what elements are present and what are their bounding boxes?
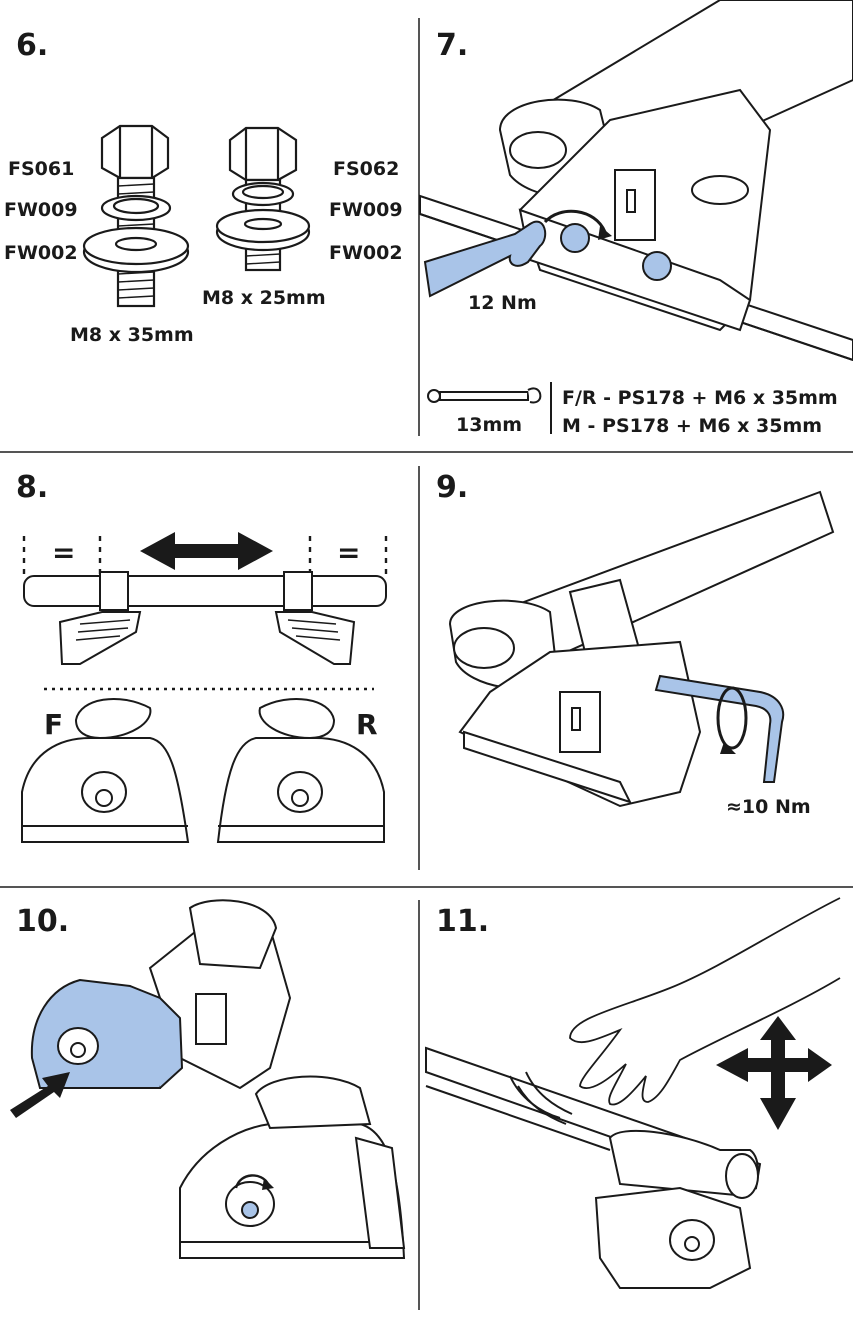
- bolt-a-size: M8 x 35mm: [70, 324, 194, 346]
- bolt-b-code: FS062: [333, 158, 400, 180]
- step-10-panel: 10.: [0, 888, 418, 1322]
- step-6-panel: 6.: [0, 0, 418, 451]
- foot-assembly-drawing: [419, 0, 853, 434]
- spec-middle: M - PS178 + M6 x 35mm: [562, 415, 823, 437]
- final-check-drawing: [425, 897, 841, 1289]
- step-7-panel: 7.: [419, 0, 853, 451]
- hex-key-icon: [654, 674, 785, 783]
- washer-b2-code: FW002: [329, 242, 403, 264]
- push-arrow-icon: [10, 1072, 70, 1118]
- cover-install-drawing: [10, 899, 406, 1259]
- washer-b1-code: FW009: [329, 199, 403, 221]
- washer-a1-code: FW009: [4, 199, 78, 221]
- torque-label: ≈10 Nm: [726, 796, 811, 818]
- divider-vertical-bottom: [418, 900, 420, 1310]
- step-number: 8.: [16, 470, 49, 505]
- equal-left-label: =: [52, 536, 76, 569]
- step-number: 6.: [16, 28, 49, 63]
- wrench-icon: [427, 387, 542, 404]
- step-9-panel: 9. ≈10 Nm: [420, 452, 853, 886]
- equal-right-label: =: [337, 536, 361, 569]
- divider-vertical-top: [418, 18, 420, 436]
- step-8-panel: 8.: [0, 452, 418, 886]
- washer-a2-code: FW002: [4, 242, 78, 264]
- bolt-a-code: FS061: [8, 158, 75, 180]
- tighten-drawing: [448, 490, 835, 808]
- step-number: 10.: [16, 904, 70, 939]
- double-arrow-icon: [140, 532, 273, 570]
- step-11-panel: 11.: [420, 888, 853, 1322]
- divider-vertical-mid: [418, 466, 420, 870]
- wrench-size-label: 13mm: [456, 414, 523, 436]
- divider-horizontal-2: [0, 886, 853, 888]
- bolt-b-size: M8 x 25mm: [202, 287, 326, 309]
- rear-label: R: [356, 708, 378, 741]
- move-arrows-icon: [716, 1016, 832, 1130]
- bolt-icon: [82, 124, 311, 308]
- torque-label: 12 Nm: [468, 292, 537, 314]
- spec-front-rear: F/R - PS178 + M6 x 35mm: [562, 387, 838, 409]
- step-number: 7.: [436, 28, 469, 63]
- step-number: 9.: [436, 470, 469, 505]
- rotate-arrow-icon: [716, 686, 748, 754]
- step-number: 11.: [436, 904, 490, 939]
- divider-horizontal-1: [0, 451, 853, 453]
- front-label: F: [44, 708, 64, 741]
- hand-icon: [569, 897, 841, 1106]
- bar-position-drawing: [21, 532, 388, 843]
